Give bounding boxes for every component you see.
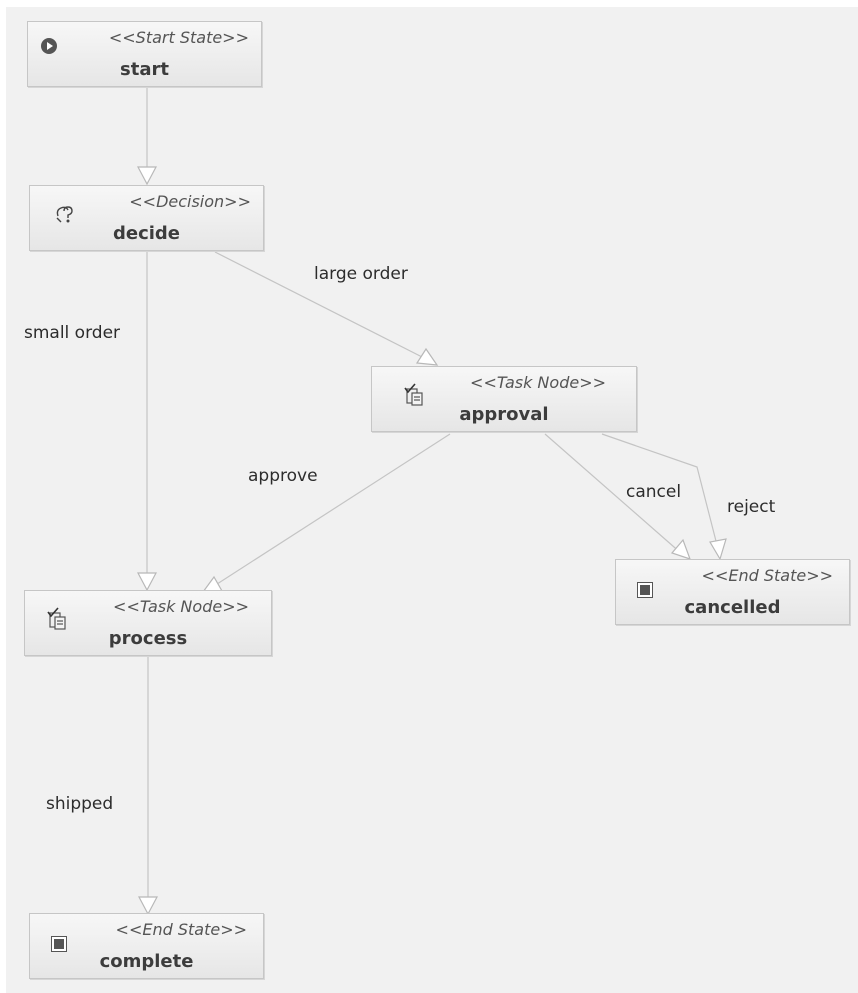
- node-name: process: [108, 628, 188, 649]
- node-name: decide: [112, 223, 181, 244]
- task-node-icon: [404, 383, 426, 411]
- edge-label-small-order: small order: [24, 323, 121, 343]
- end-state-icon: [51, 936, 67, 956]
- node-stereotype: <<Decision>>: [129, 192, 251, 211]
- node-stereotype: <<Task Node>>: [470, 373, 606, 392]
- start-state-icon: [40, 37, 58, 59]
- arrowhead-large-order: [415, 347, 439, 366]
- edge-label-reject: reject: [727, 497, 776, 517]
- node-name: complete: [99, 951, 194, 972]
- arrowhead-cancel: [670, 538, 691, 560]
- node-name: start: [120, 59, 169, 80]
- node-start[interactable]: <<Start State>> start: [27, 21, 262, 87]
- edge-approve: [213, 433, 451, 587]
- edge-large-order: [214, 251, 429, 361]
- edge-label-shipped: shipped: [46, 794, 114, 814]
- node-name: cancelled: [684, 597, 781, 618]
- node-decide[interactable]: <<Decision>> decide: [29, 185, 264, 251]
- node-complete[interactable]: <<End State>> complete: [29, 913, 264, 979]
- edge-reject: [601, 433, 718, 546]
- edge-label-large-order: large order: [314, 264, 408, 284]
- end-state-icon: [637, 582, 653, 602]
- arrowhead-reject: [709, 538, 727, 561]
- node-stereotype: <<Start State>>: [108, 28, 249, 47]
- node-stereotype: <<Task Node>>: [113, 597, 249, 616]
- arrowhead-start-decide: [137, 166, 157, 186]
- node-approval[interactable]: <<Task Node>> approval: [371, 366, 637, 432]
- task-node-icon: [47, 607, 69, 635]
- node-stereotype: <<End State>>: [701, 566, 833, 585]
- node-stereotype: <<End State>>: [115, 920, 247, 939]
- edge-label-cancel: cancel: [626, 482, 682, 502]
- node-process[interactable]: <<Task Node>> process: [24, 590, 272, 656]
- node-name: approval: [459, 404, 549, 425]
- node-cancelled[interactable]: <<End State>> cancelled: [615, 559, 850, 625]
- decision-icon: [54, 202, 76, 228]
- edge-cancel: [544, 433, 683, 555]
- arrowhead-small-order: [137, 572, 157, 592]
- arrowhead-shipped: [138, 896, 158, 916]
- edge-label-approve: approve: [248, 466, 318, 486]
